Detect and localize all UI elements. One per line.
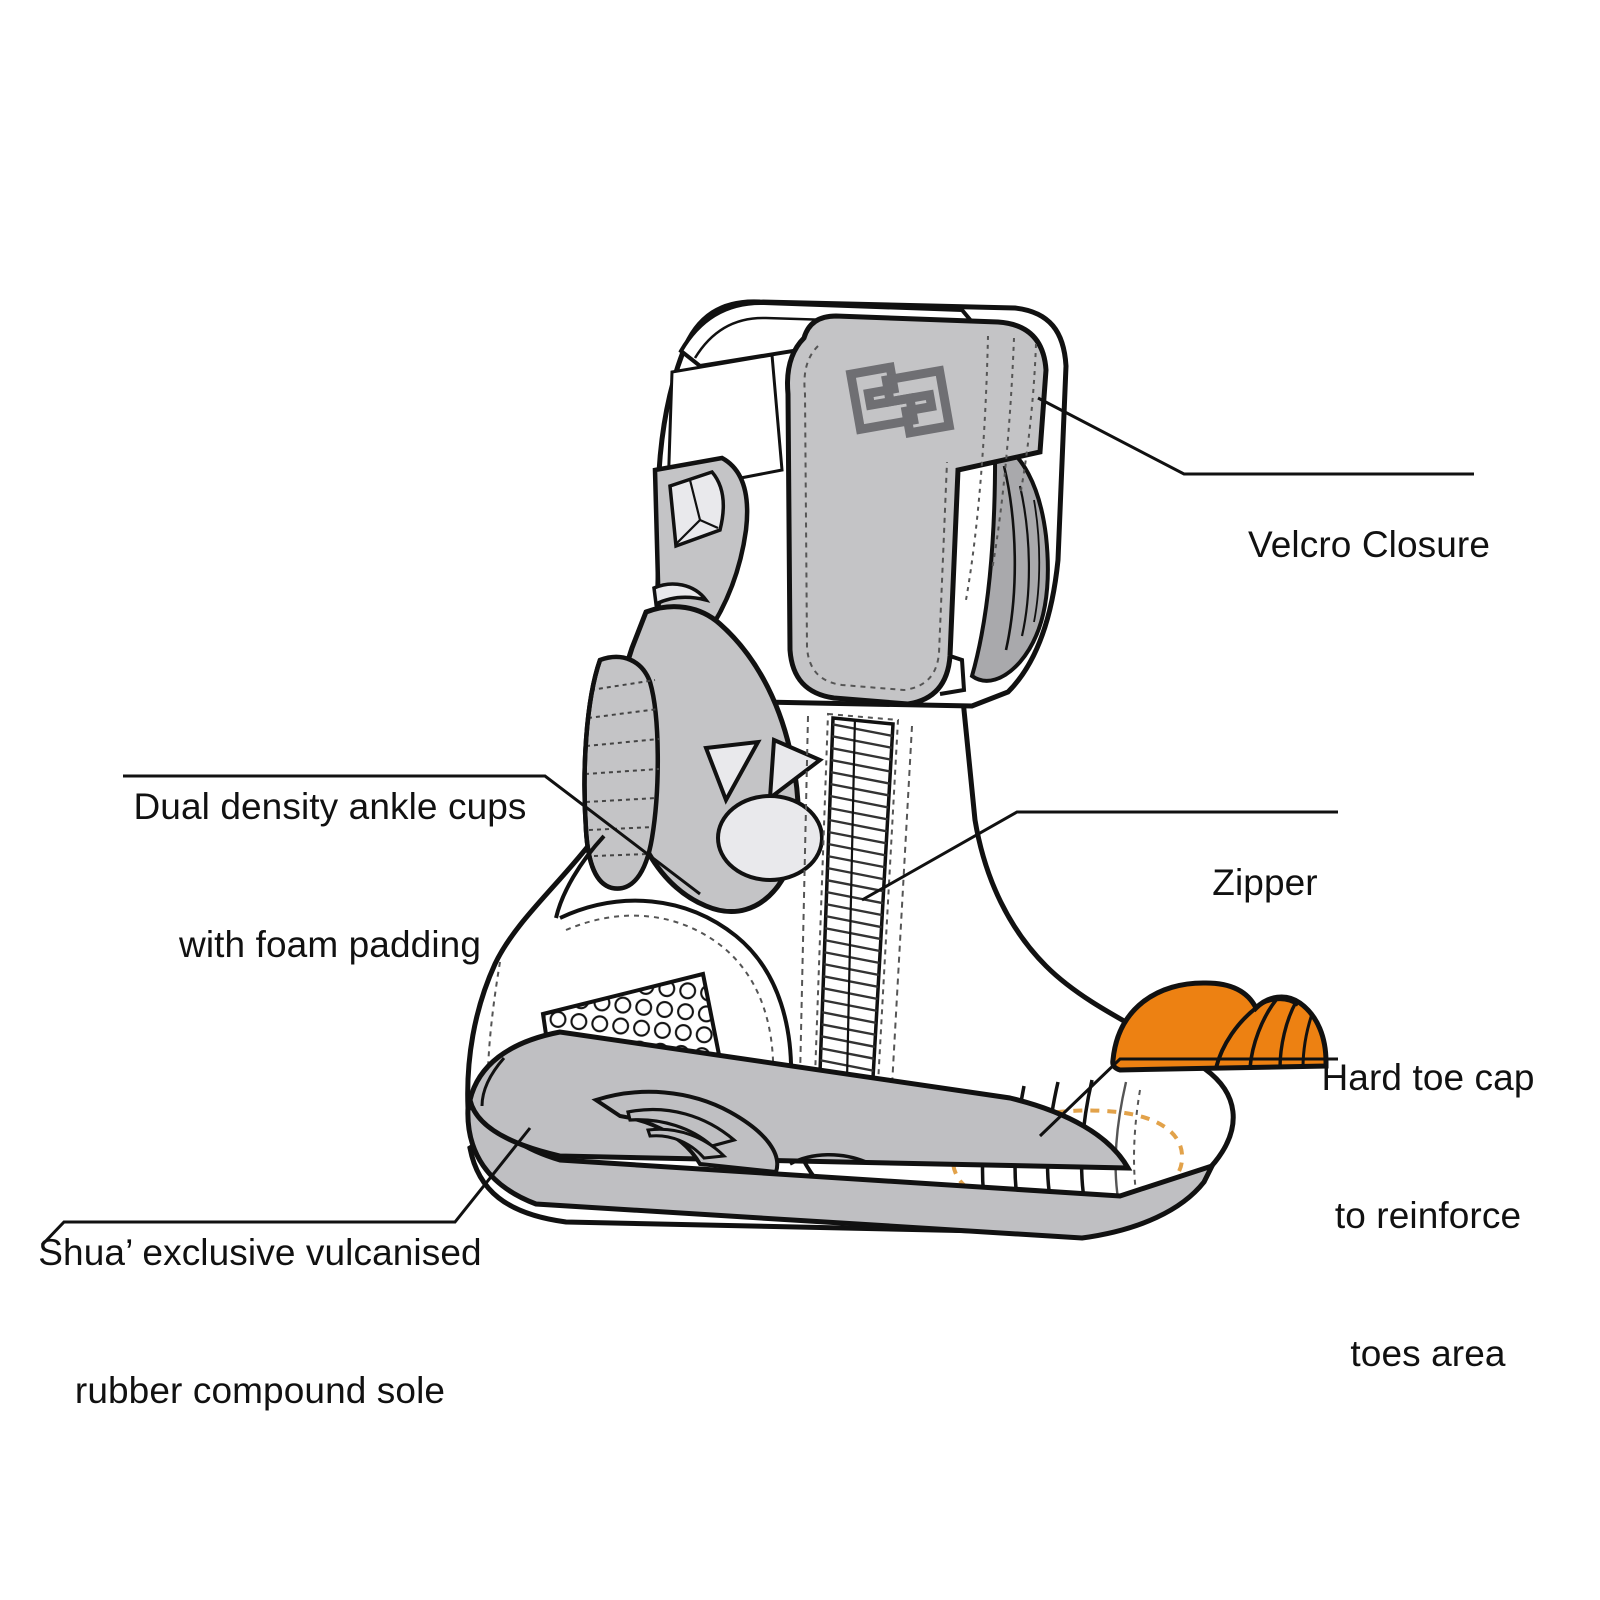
sole-tread-inner-2 xyxy=(646,1127,728,1160)
collar-edge-seam xyxy=(554,834,606,919)
accordion-left-edge xyxy=(582,659,613,891)
velcro-flap-stitch xyxy=(803,345,948,692)
velcro-seam-2 xyxy=(991,337,1015,571)
ankle-cutout-tri-left xyxy=(703,739,762,805)
leader-lines xyxy=(40,396,1474,1247)
toe-cap-bump xyxy=(1253,997,1300,1011)
heel-collar-crease-1 xyxy=(1002,465,1017,651)
callout-line: Velcro Closure xyxy=(1248,524,1491,565)
cuff-front-facet xyxy=(666,353,784,494)
callout-line: toes area xyxy=(1350,1333,1506,1374)
callout-label-zipper: Zipper xyxy=(1130,768,1400,998)
leader-velcro-closure xyxy=(1037,396,1474,476)
callout-line: rubber compound sole xyxy=(74,1370,446,1411)
toe-cap-seam-2 xyxy=(1248,998,1278,1069)
leader-dual-density xyxy=(123,774,701,896)
leader-hard-toe-cap xyxy=(1038,1057,1338,1138)
toe-cap-ghost-outline xyxy=(951,1108,1185,1213)
callout-label-hard-toe-cap: Hard toe cap to reinforce toes area xyxy=(1278,963,1578,1469)
sole-tread-inner-1 xyxy=(626,1107,738,1148)
heel-collar-group xyxy=(969,436,1050,683)
sole-heel-edge xyxy=(480,1057,506,1107)
heel-collar xyxy=(969,436,1050,683)
sole-arch-notch xyxy=(789,1153,867,1166)
shin-plate-facet-b xyxy=(699,518,719,530)
callout-label-vulcanised-sole: Shua’ exclusive vulcanised rubber compou… xyxy=(30,1138,490,1506)
zipper-guard-right xyxy=(891,725,913,1087)
ankle-cutout-disc xyxy=(716,794,824,882)
leader-sole xyxy=(40,1127,532,1247)
vamp-seam-outer xyxy=(559,898,794,1099)
velcro-flap-group xyxy=(785,313,1049,707)
callout-line: to reinforce xyxy=(1334,1195,1522,1236)
toe-cap-seam-4 xyxy=(1301,1013,1314,1069)
zipper-group xyxy=(799,712,913,1087)
zipper-teeth xyxy=(820,718,893,1078)
callout-label-velcro-closure: Velcro Closure xyxy=(1248,430,1568,660)
leader-zipper xyxy=(861,810,1338,902)
velcro-flap xyxy=(785,313,1049,707)
accordion-ribs xyxy=(584,679,660,857)
ankle-cup-group xyxy=(582,455,824,915)
velcro-seam-3 xyxy=(1019,343,1037,497)
cuff-lip-inner-line xyxy=(693,316,958,359)
toe-cap-seam-1 xyxy=(1214,1006,1258,1069)
heel-collar-crease-3 xyxy=(1033,499,1041,623)
hard-toe-cap xyxy=(1110,980,1329,1073)
velcro-bottom-step xyxy=(939,654,967,696)
callout-line: with foam padding xyxy=(179,924,481,965)
heel-back-seam xyxy=(486,961,501,1107)
toe-cap-seam-3 xyxy=(1278,1001,1298,1069)
ankle-cutout-tri-right xyxy=(767,737,824,803)
zipper-guard-left xyxy=(799,715,809,1079)
callout-label-dual-density-ankle-cups: Dual density ankle cups with foam paddin… xyxy=(80,692,580,1060)
callout-line: Hard toe cap xyxy=(1321,1057,1535,1098)
sole-upper xyxy=(467,1029,1133,1171)
brand-logo-icon xyxy=(845,361,955,439)
callout-line: Shua’ exclusive vulcanised xyxy=(38,1232,482,1273)
heel-collar-crease-2 xyxy=(1018,485,1031,637)
vamp-seam-inner xyxy=(565,914,775,1097)
callout-line: Dual density ankle cups xyxy=(133,786,527,827)
callout-line: Zipper xyxy=(1212,862,1318,903)
sole-group xyxy=(465,1029,1217,1241)
shin-crescent xyxy=(652,582,711,607)
